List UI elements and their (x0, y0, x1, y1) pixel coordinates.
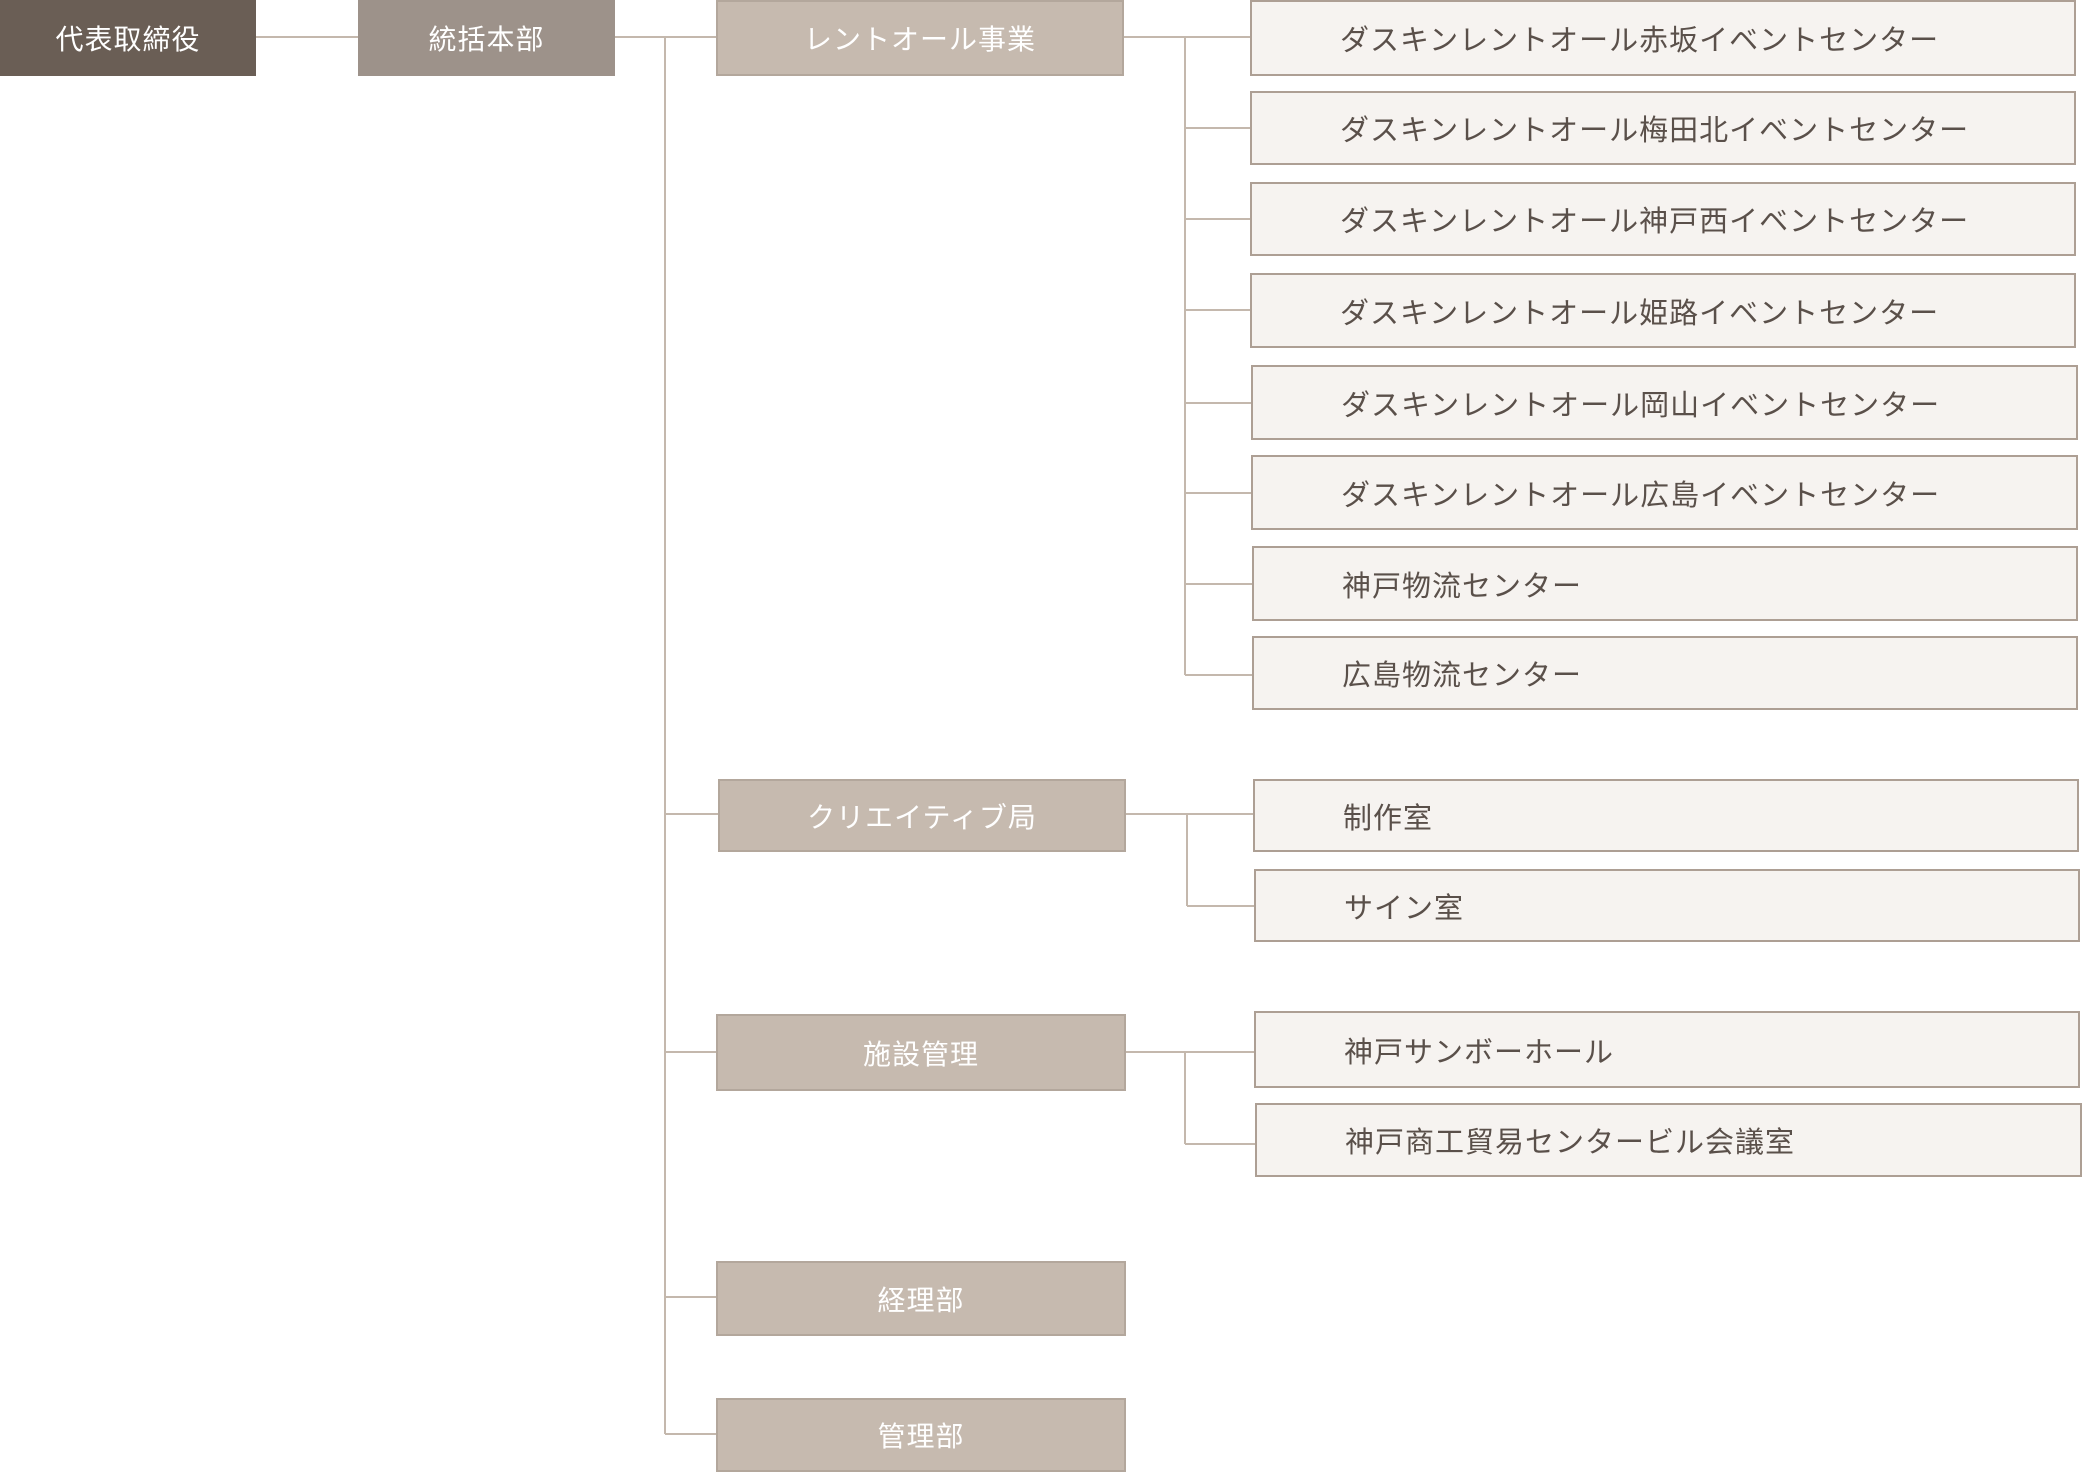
division-label: 経理部 (877, 1283, 965, 1317)
hq-label: 統括本部 (428, 23, 545, 56)
unit-label: 制作室 (1343, 800, 1434, 835)
unit-box: ダスキンレントオール広島イベントセンター (1251, 455, 2078, 530)
unit-label: 神戸商工貿易センタービル会議室 (1345, 1125, 1796, 1159)
division-accounting: 経理部 (716, 1261, 1126, 1336)
unit-box: 広島物流センター (1252, 636, 2078, 710)
unit-label: サイン室 (1344, 890, 1465, 925)
ceo-box: 代表取締役 (0, 0, 256, 76)
unit-box: ダスキンレントオール姫路イベントセンター (1250, 273, 2076, 348)
unit-box: サイン室 (1254, 869, 2080, 942)
division-facilities: 施設管理 (716, 1014, 1126, 1091)
unit-box: ダスキンレントオール岡山イベントセンター (1251, 365, 2078, 440)
division-label: クリエイティブ局 (807, 800, 1037, 834)
unit-box: ダスキンレントオール神戸西イベントセンター (1250, 182, 2076, 256)
unit-label: ダスキンレントオール岡山イベントセンター (1341, 387, 1941, 422)
unit-box: 神戸サンボーホール (1254, 1011, 2080, 1088)
unit-label: ダスキンレントオール広島イベントセンター (1341, 477, 1941, 512)
unit-label: 神戸サンボーホール (1344, 1034, 1615, 1069)
unit-box: ダスキンレントオール梅田北イベントセンター (1250, 91, 2076, 165)
unit-label: ダスキンレントオール梅田北イベントセンター (1340, 113, 1970, 147)
unit-box: ダスキンレントオール赤坂イベントセンター (1250, 0, 2076, 76)
division-administration: 管理部 (716, 1398, 1126, 1472)
unit-label: ダスキンレントオール姫路イベントセンター (1340, 295, 1940, 330)
division-rentall: レントオール事業 (716, 0, 1124, 76)
unit-box: 神戸物流センター (1252, 546, 2078, 621)
division-label: レントオール事業 (803, 23, 1036, 56)
unit-box: 制作室 (1253, 779, 2079, 852)
hq-box: 統括本部 (358, 0, 615, 76)
ceo-label: 代表取締役 (55, 23, 201, 56)
unit-label: 広島物流センター (1342, 658, 1583, 692)
unit-label: ダスキンレントオール神戸西イベントセンター (1340, 204, 1970, 238)
unit-box: 神戸商工貿易センタービル会議室 (1255, 1103, 2082, 1177)
unit-label: 神戸物流センター (1342, 568, 1583, 603)
division-label: 管理部 (877, 1420, 965, 1453)
division-creative: クリエイティブ局 (718, 779, 1126, 852)
division-label: 施設管理 (862, 1037, 979, 1071)
unit-label: ダスキンレントオール赤坂イベントセンター (1340, 23, 1940, 57)
